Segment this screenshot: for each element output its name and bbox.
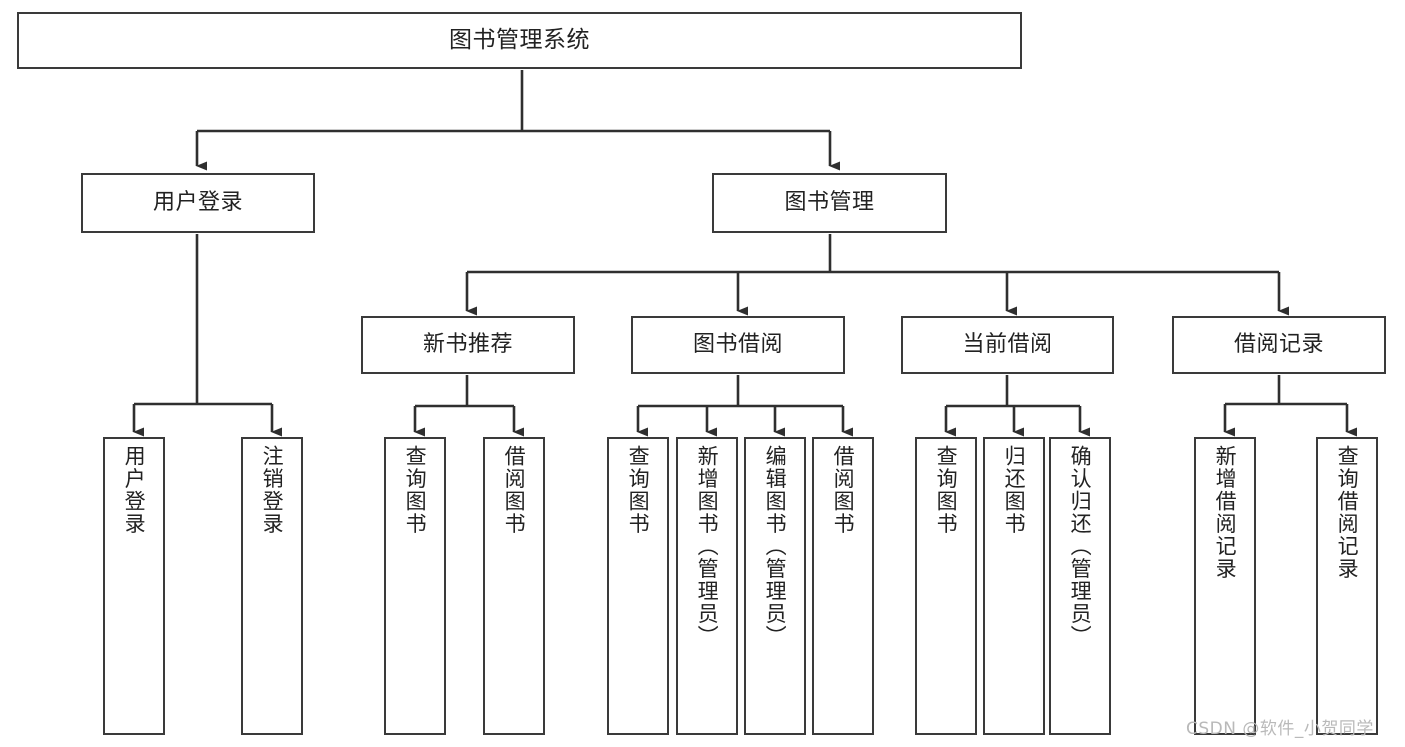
node-new-book-recommend[interactable]: 新书推荐: [361, 316, 575, 374]
node-label: 查询图书: [934, 445, 959, 535]
node-label: 当前借阅: [962, 332, 1053, 358]
leaf-query-books-current[interactable]: 查询图书: [915, 437, 977, 735]
node-label: 新增图书（管理员）: [695, 445, 720, 648]
node-label: 新书推荐: [422, 332, 513, 358]
leaf-query-books-recommend[interactable]: 查询图书: [384, 437, 446, 735]
node-book-management[interactable]: 图书管理: [712, 173, 947, 233]
node-label: 图书管理: [784, 190, 875, 216]
node-label: 借阅图书: [831, 445, 856, 535]
leaf-add-book-admin[interactable]: 新增图书（管理员）: [676, 437, 738, 735]
node-label: 查询图书: [403, 445, 428, 535]
node-label: 查询图书: [626, 445, 651, 535]
node-label: 注销登录: [260, 445, 285, 535]
leaf-return-books[interactable]: 归还图书: [983, 437, 1045, 735]
node-label: 归还图书: [1002, 445, 1027, 535]
leaf-confirm-return-admin[interactable]: 确认归还（管理员）: [1049, 437, 1111, 735]
leaf-query-books-borrow[interactable]: 查询图书: [607, 437, 669, 735]
leaf-borrow-books-recommend[interactable]: 借阅图书: [483, 437, 545, 735]
node-label: 图书借阅: [692, 332, 783, 358]
node-label: 用户登录: [122, 445, 147, 535]
leaf-add-borrow-record[interactable]: 新增借阅记录: [1194, 437, 1256, 735]
node-user-login[interactable]: 用户登录: [81, 173, 315, 233]
node-label: 借阅记录: [1233, 332, 1324, 358]
leaf-logout[interactable]: 注销登录: [241, 437, 303, 735]
node-borrow-records[interactable]: 借阅记录: [1172, 316, 1386, 374]
node-label: 查询借阅记录: [1335, 445, 1360, 580]
node-root-system[interactable]: 图书管理系统: [17, 12, 1022, 69]
node-label: 新增借阅记录: [1213, 445, 1238, 580]
node-book-borrow[interactable]: 图书借阅: [631, 316, 845, 374]
node-label: 确认归还（管理员）: [1068, 445, 1093, 648]
leaf-edit-book-admin[interactable]: 编辑图书（管理员）: [744, 437, 806, 735]
node-label: 编辑图书（管理员）: [763, 445, 788, 648]
leaf-borrow-books[interactable]: 借阅图书: [812, 437, 874, 735]
node-label: 用户登录: [152, 190, 243, 216]
node-label: 借阅图书: [502, 445, 527, 535]
leaf-user-login[interactable]: 用户登录: [103, 437, 165, 735]
leaf-query-borrow-record[interactable]: 查询借阅记录: [1316, 437, 1378, 735]
node-current-borrow[interactable]: 当前借阅: [901, 316, 1114, 374]
node-label: 图书管理系统: [449, 26, 590, 53]
